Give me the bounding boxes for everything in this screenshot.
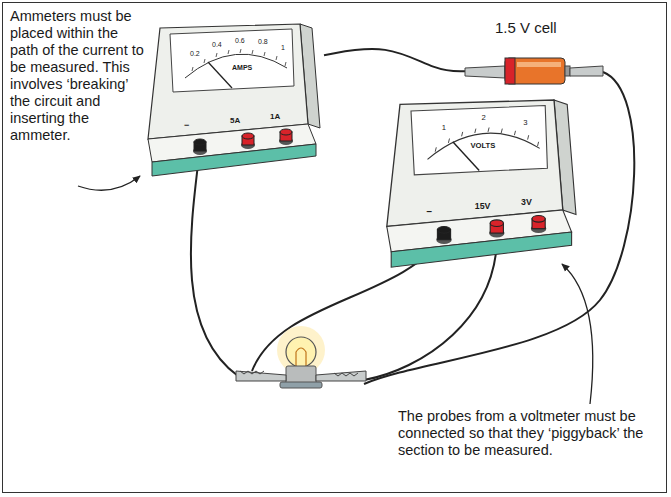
dial-tick xyxy=(276,56,277,60)
meter-base-front xyxy=(391,232,571,267)
meter-marking: 0.2 xyxy=(190,50,200,58)
terminal-top xyxy=(194,139,206,145)
meter-marking: 0.6 xyxy=(235,37,245,45)
meter-marking: − xyxy=(426,207,432,218)
crocodile-clip xyxy=(316,371,366,381)
dial-tick xyxy=(475,129,476,133)
terminal-top xyxy=(532,216,545,223)
meter-marking: − xyxy=(184,121,189,131)
meter-marking: 15V xyxy=(475,202,491,212)
dial-tick xyxy=(204,59,205,63)
meter-marking: 3V xyxy=(521,198,532,208)
dial-tick xyxy=(435,147,436,151)
meter-marking: AMPS xyxy=(232,64,252,72)
dial-tick xyxy=(528,135,529,139)
cell-highlight xyxy=(517,62,561,67)
dial-tick xyxy=(216,53,217,57)
cell-casing xyxy=(505,58,565,84)
ammeter: 0.2 0.4 0.6 0.8 1AMPS − 5A 1A xyxy=(140,24,324,180)
meter-drawing xyxy=(140,24,324,180)
meter-marking: 0.8 xyxy=(258,38,268,46)
crocodile-clip xyxy=(570,66,603,76)
voltmeter: 1 2 3VOLTS − 15V 3V xyxy=(378,100,580,272)
meter-marking: VOLTS xyxy=(470,142,495,150)
terminal-top xyxy=(490,220,503,227)
meter-face xyxy=(387,100,563,227)
meter-base-front xyxy=(152,144,316,176)
dial-tick xyxy=(448,139,449,143)
leader-arrow xyxy=(562,264,593,404)
dial-tick xyxy=(240,49,241,53)
dial-tick xyxy=(514,131,515,135)
dial-tick xyxy=(264,52,265,56)
meter-drawing xyxy=(378,100,580,272)
ammeter-bulb-wire xyxy=(191,148,238,376)
clip-teeth xyxy=(240,371,264,374)
meter-body xyxy=(148,24,320,176)
clip-teeth xyxy=(334,373,358,376)
callout-note: The probes from a voltmeter must be conn… xyxy=(398,408,648,459)
meter-marking: 5A xyxy=(230,117,240,126)
meter-face xyxy=(148,24,308,139)
dial-scale xyxy=(428,133,540,159)
dial-scale xyxy=(185,54,287,78)
bulb-glass xyxy=(286,337,316,367)
meter-marking: 3 xyxy=(523,119,527,127)
crocodile-clip xyxy=(465,66,505,78)
meter-marking: 0.4 xyxy=(212,41,222,49)
cell-terminal xyxy=(565,66,570,76)
dial-tick xyxy=(285,62,286,66)
terminal-top xyxy=(437,227,450,234)
meter-dial xyxy=(411,106,547,175)
terminal-top xyxy=(280,129,292,135)
bulb-filament xyxy=(296,348,306,366)
dial-tick xyxy=(252,50,253,54)
dial-tick xyxy=(538,142,539,146)
meter-dial xyxy=(170,29,294,92)
bulb-holder-base xyxy=(280,382,322,388)
meter-needle xyxy=(208,62,232,88)
meter-marking: 1 xyxy=(281,44,285,52)
dial-tick xyxy=(501,129,502,133)
cell-label: 1.5 V cell xyxy=(495,20,557,37)
dial-tick xyxy=(228,50,229,54)
crocodile-clip xyxy=(236,371,286,381)
terminal-top xyxy=(242,133,254,139)
meter-marking: 1 xyxy=(442,124,446,132)
cell-cap xyxy=(505,58,515,84)
callout-note: Ammeters must be placed within the path … xyxy=(10,8,148,144)
dial-tick xyxy=(462,132,463,136)
dial-tick xyxy=(488,128,489,132)
wire xyxy=(324,49,465,71)
cell: 1.5 V cell xyxy=(465,18,605,90)
bulb-holder xyxy=(286,366,316,384)
meter-body xyxy=(387,100,576,267)
meter-marking: 1A xyxy=(270,113,280,122)
dial-tick xyxy=(192,67,193,71)
meter-marking: 2 xyxy=(481,114,485,122)
cell-bulb-wire xyxy=(364,72,634,384)
cell-body xyxy=(465,58,603,84)
leader-arrow xyxy=(78,176,140,190)
